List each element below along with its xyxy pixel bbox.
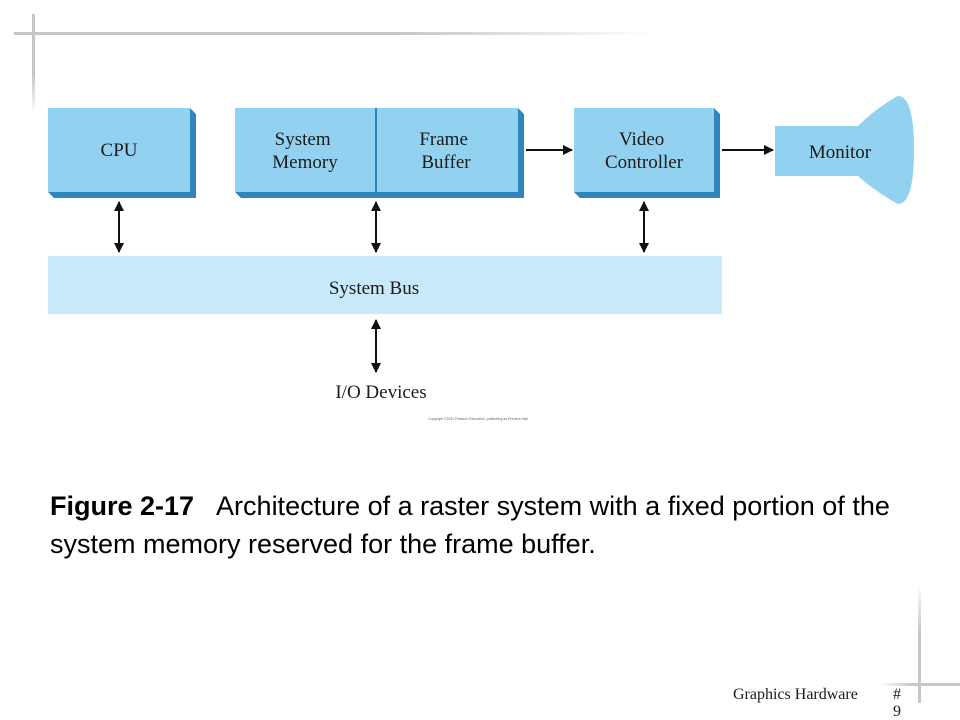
system-memory-label: System Memory xyxy=(272,129,338,173)
footer-page-number: # 9 xyxy=(893,686,901,720)
architecture-diagram: CPU System Memory Frame Buffer Video Con… xyxy=(48,96,914,421)
frame-line-bottom xyxy=(880,683,960,686)
monitor-shape: Monitor xyxy=(775,96,914,204)
memory-framebuffer-box: System Memory Frame Buffer xyxy=(235,108,524,198)
io-devices-label: I/O Devices xyxy=(335,382,426,403)
frame-line-right xyxy=(918,585,921,703)
video-controller-label: Video Controller xyxy=(605,129,684,173)
frame-line-top xyxy=(14,32,654,35)
video-controller-box: Video Controller xyxy=(574,108,720,198)
figure-label: Figure 2-17 xyxy=(50,491,195,521)
system-bus: System Bus xyxy=(48,256,722,314)
monitor-label: Monitor xyxy=(809,142,872,163)
system-bus-label: System Bus xyxy=(329,278,419,299)
footer-section-label: Graphics Hardware xyxy=(733,686,858,703)
figure-caption-text: Architecture of a raster system with a f… xyxy=(50,491,890,559)
cpu-box: CPU xyxy=(48,108,196,198)
frame-line-left xyxy=(32,14,35,114)
copyright-text: Copyright ©2011 Pearson Education, publi… xyxy=(428,417,528,421)
cpu-label: CPU xyxy=(101,140,138,161)
frame-buffer-label: Frame Buffer xyxy=(419,129,472,173)
